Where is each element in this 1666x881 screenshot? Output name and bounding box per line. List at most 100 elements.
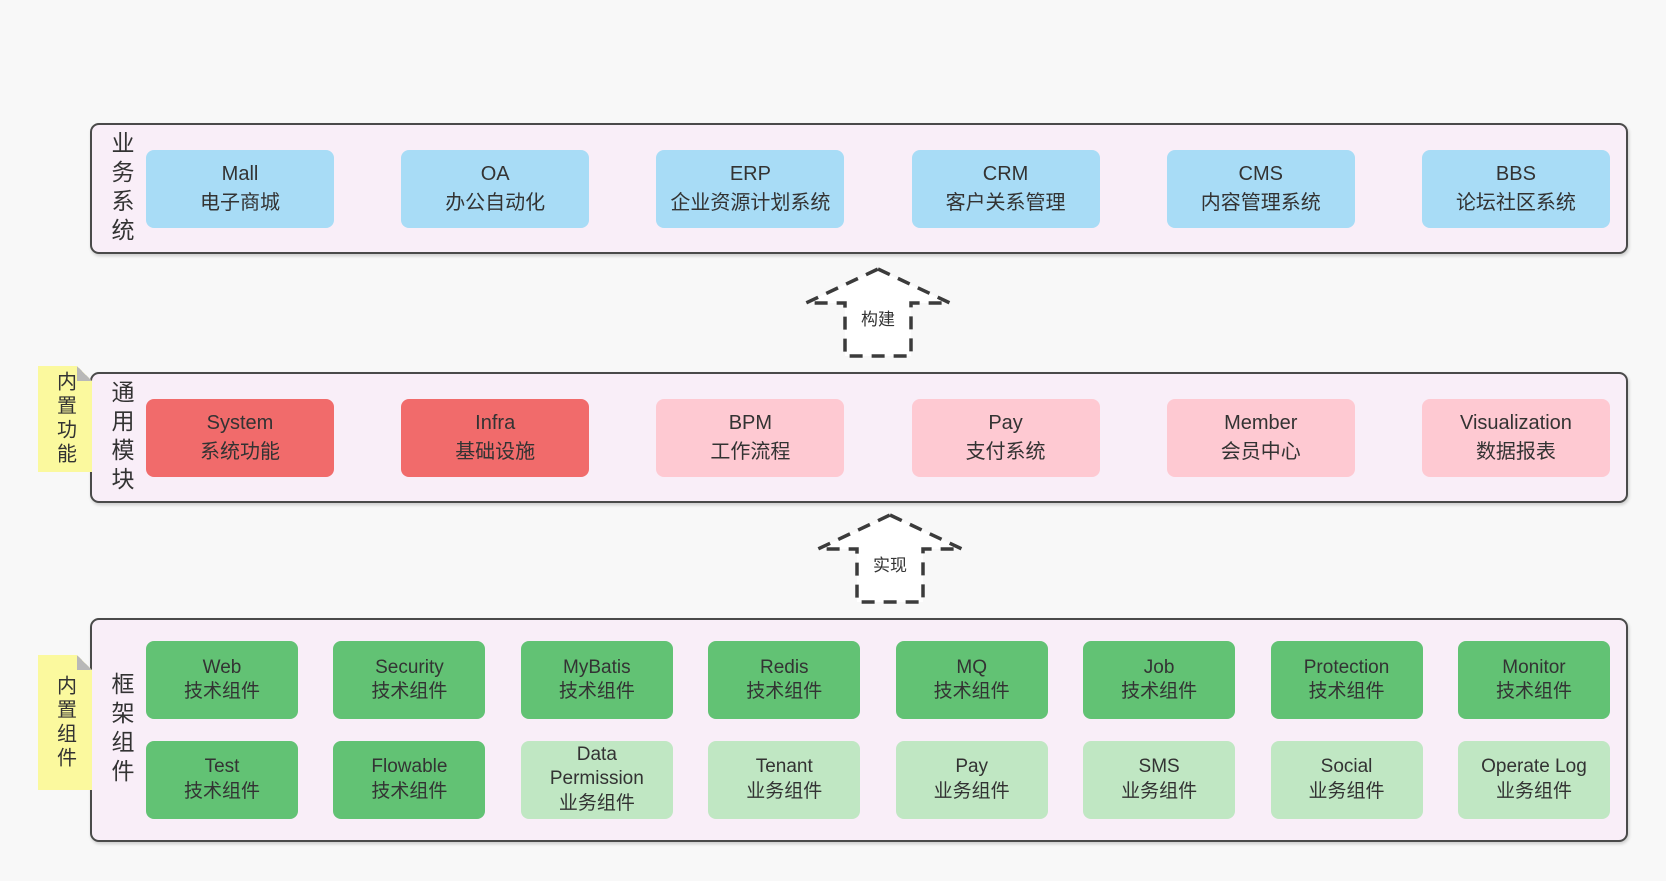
box-title: OA bbox=[480, 163, 510, 186]
panel-business-label: 业务系统 bbox=[108, 130, 134, 247]
box-subtitle: 工作流程 bbox=[710, 440, 791, 463]
box-title: Security bbox=[375, 656, 444, 678]
box-title: Operate Log bbox=[1481, 755, 1587, 777]
box-subtitle: 办公自动化 bbox=[445, 191, 546, 214]
box-subtitle: 业务组件 bbox=[933, 780, 1010, 802]
box-bpm: BPM 工作流程 bbox=[656, 398, 845, 477]
box-subtitle: 业务组件 bbox=[558, 793, 635, 814]
box-subtitle: 基础设施 bbox=[455, 440, 536, 463]
box-infra: Infra 基础设施 bbox=[401, 398, 590, 477]
box-subtitle: 技术组件 bbox=[371, 681, 448, 703]
box-data-permission: Data Permission 业务组件 bbox=[520, 740, 673, 819]
box-title: Web bbox=[202, 656, 242, 678]
box-subtitle: 数据报表 bbox=[1475, 440, 1556, 463]
box-title: Tenant bbox=[755, 755, 813, 777]
box-title: Monitor bbox=[1502, 656, 1566, 678]
box-title: CMS bbox=[1238, 163, 1283, 186]
box-web: Web 技术组件 bbox=[146, 641, 298, 720]
box-subtitle: 电子商城 bbox=[200, 191, 280, 214]
arrow-implement-label: 实现 bbox=[869, 550, 911, 577]
box-oa: OA 办公自动化 bbox=[401, 149, 590, 228]
arrow-implement: 实现 bbox=[815, 512, 965, 606]
box-crm: CRM 客户关系管理 bbox=[911, 149, 1100, 228]
box-subtitle: 业务组件 bbox=[746, 780, 823, 802]
box-title: MyBatis bbox=[563, 656, 631, 678]
box-job: Job 技术组件 bbox=[1083, 641, 1236, 720]
sticky-note-builtin-components: 内置组件 bbox=[38, 655, 92, 790]
box-bbs: BBS 论坛社区系统 bbox=[1421, 149, 1610, 228]
box-visualization: Visualization 数据报表 bbox=[1421, 398, 1610, 477]
box-subtitle: 技术组件 bbox=[746, 681, 823, 703]
box-pay-component: Pay 业务组件 bbox=[895, 740, 1048, 819]
box-subtitle: 技术组件 bbox=[183, 780, 260, 802]
box-tenant: Tenant 业务组件 bbox=[708, 740, 861, 819]
box-operate-log: Operate Log 业务组件 bbox=[1457, 740, 1610, 819]
components-rows: Web 技术组件 Security 技术组件 MyBatis 技术组件 Redi… bbox=[146, 620, 1610, 840]
panel-framework-components: 框架组件 Web 技术组件 Security 技术组件 MyBatis 技术组件… bbox=[90, 618, 1628, 842]
box-title: MQ bbox=[956, 656, 987, 678]
box-security: Security 技术组件 bbox=[333, 641, 486, 720]
box-subtitle: 业务组件 bbox=[1495, 780, 1572, 802]
box-subtitle: 企业资源计划系统 bbox=[670, 191, 831, 214]
box-subtitle: 会员中心 bbox=[1220, 440, 1301, 463]
box-title: CRM bbox=[982, 163, 1029, 186]
box-title: Member bbox=[1224, 412, 1298, 435]
box-redis: Redis 技术组件 bbox=[708, 641, 861, 720]
box-erp: ERP 企业资源计划系统 bbox=[656, 149, 845, 228]
components-row-1: Web 技术组件 Security 技术组件 MyBatis 技术组件 Redi… bbox=[146, 641, 1610, 720]
arrow-build: 构建 bbox=[803, 266, 953, 360]
box-title: Pay bbox=[988, 412, 1023, 435]
box-flowable: Flowable 技术组件 bbox=[333, 740, 486, 819]
box-title: SMS bbox=[1138, 755, 1180, 777]
box-subtitle: 论坛社区系统 bbox=[1455, 191, 1576, 214]
box-mybatis: MyBatis 技术组件 bbox=[520, 641, 673, 720]
box-title: Visualization bbox=[1459, 412, 1572, 435]
box-sms: SMS 业务组件 bbox=[1083, 740, 1236, 819]
box-subtitle: 支付系统 bbox=[965, 440, 1046, 463]
box-subtitle: 技术组件 bbox=[1495, 681, 1572, 703]
panel-business-systems: 业务系统 Mall 电子商城 OA 办公自动化 ERP 企业资源计划系统 CRM… bbox=[90, 123, 1628, 254]
box-cms: CMS 内容管理系统 bbox=[1166, 149, 1355, 228]
panel-common-modules: 通用模块 System 系统功能 Infra 基础设施 BPM 工作流程 Pay… bbox=[90, 372, 1628, 503]
box-title: BPM bbox=[728, 412, 773, 435]
box-title: Job bbox=[1143, 656, 1175, 678]
panel-modules-label: 通用模块 bbox=[108, 379, 134, 496]
panel-components-label: 框架组件 bbox=[108, 672, 134, 788]
box-subtitle: 客户关系管理 bbox=[945, 191, 1066, 214]
box-monitor: Monitor 技术组件 bbox=[1457, 641, 1610, 720]
box-member: Member 会员中心 bbox=[1166, 398, 1355, 477]
box-title: Flowable bbox=[371, 755, 448, 777]
box-title: System bbox=[206, 412, 274, 435]
sticky-note-label: 内置功能 bbox=[53, 371, 76, 467]
box-title: Pay bbox=[955, 755, 989, 777]
box-title: Test bbox=[204, 755, 240, 777]
box-mall: Mall 电子商城 bbox=[146, 149, 334, 228]
box-title: Data Permission bbox=[549, 743, 644, 790]
box-title: Protection bbox=[1303, 656, 1390, 678]
box-system: System 系统功能 bbox=[146, 398, 334, 477]
box-subtitle: 业务组件 bbox=[1308, 780, 1385, 802]
modules-boxes-row: System 系统功能 Infra 基础设施 BPM 工作流程 Pay 支付系统… bbox=[146, 374, 1610, 501]
box-subtitle: 技术组件 bbox=[1308, 681, 1385, 703]
folded-corner-icon bbox=[77, 366, 92, 381]
box-title: ERP bbox=[729, 163, 771, 186]
sticky-note-builtin-functions: 内置功能 bbox=[38, 366, 92, 472]
components-row-2: Test 技术组件 Flowable 技术组件 Data Permission … bbox=[146, 740, 1610, 819]
box-title: Redis bbox=[759, 656, 809, 678]
business-boxes-row: Mall 电子商城 OA 办公自动化 ERP 企业资源计划系统 CRM 客户关系… bbox=[146, 125, 1610, 252]
box-subtitle: 系统功能 bbox=[200, 440, 280, 463]
box-protection: Protection 技术组件 bbox=[1270, 641, 1423, 720]
box-subtitle: 技术组件 bbox=[558, 681, 635, 703]
box-title: Infra bbox=[475, 412, 516, 435]
box-test: Test 技术组件 bbox=[146, 740, 298, 819]
box-subtitle: 技术组件 bbox=[183, 681, 260, 703]
box-title: Mall bbox=[221, 163, 259, 186]
box-title: BBS bbox=[1495, 163, 1536, 186]
box-pay-system: Pay 支付系统 bbox=[911, 398, 1100, 477]
box-subtitle: 业务组件 bbox=[1121, 780, 1198, 802]
box-subtitle: 内容管理系统 bbox=[1200, 191, 1321, 214]
box-subtitle: 技术组件 bbox=[371, 780, 448, 802]
sticky-note-label: 内置组件 bbox=[53, 674, 76, 771]
box-social: Social 业务组件 bbox=[1270, 740, 1423, 819]
box-title: Social bbox=[1320, 755, 1373, 777]
